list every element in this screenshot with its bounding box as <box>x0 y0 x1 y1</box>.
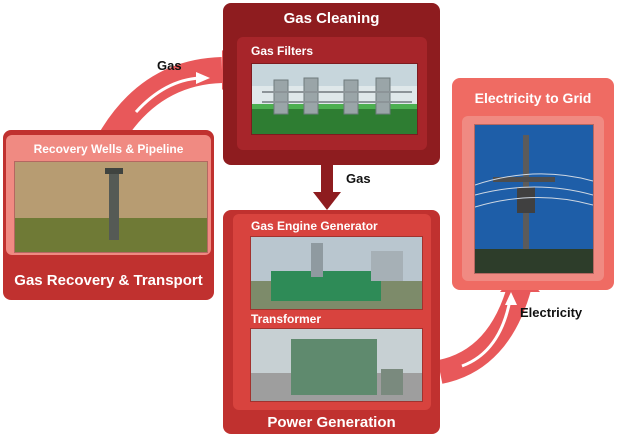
transformer-photo <box>250 328 423 402</box>
electricity-label: Electricity <box>520 305 583 320</box>
gas-cleaning-panel: Gas Cleaning Gas Filters <box>223 3 440 165</box>
grid-inner-box <box>462 116 604 281</box>
gas-cleaning-title: Gas Cleaning <box>283 10 380 27</box>
recovery-wells-box: Recovery Wells & Pipeline <box>6 135 211 255</box>
gas-engine-generator-photo <box>250 236 423 310</box>
recovery-wells-label: Recovery Wells & Pipeline <box>33 142 184 156</box>
grid-photo <box>474 124 594 274</box>
power-inner-box: Gas Engine Generator Transformer <box>233 214 431 410</box>
gas-filters-photo <box>251 63 418 135</box>
gas-label-left: Gas <box>157 58 182 73</box>
gas-recovery-title: Gas Recovery & Transport <box>14 272 203 289</box>
gas-label-middle: Gas <box>346 171 371 186</box>
electricity-flow-arc <box>437 281 532 384</box>
transformer-label: Transformer <box>251 312 322 326</box>
recovery-wells-photo <box>14 161 208 253</box>
power-generation-panel: Gas Engine Generator Transformer Power G… <box>223 210 440 434</box>
gas-arrowhead-down <box>313 192 341 210</box>
gas-filters-label: Gas Filters <box>251 44 314 58</box>
grid-title: Electricity to Grid <box>474 90 592 106</box>
power-generation-title: Power Generation <box>267 414 396 431</box>
gas-recovery-panel: Recovery Wells & Pipeline Gas Recovery &… <box>3 130 214 300</box>
gas-flow-arc-left <box>98 57 223 147</box>
gas-filters-box: Gas Filters <box>237 37 427 150</box>
grid-panel: Electricity to Grid <box>452 78 614 290</box>
gas-flow-down-shaft <box>321 164 333 194</box>
gas-engine-generator-label: Gas Engine Generator <box>251 219 378 233</box>
